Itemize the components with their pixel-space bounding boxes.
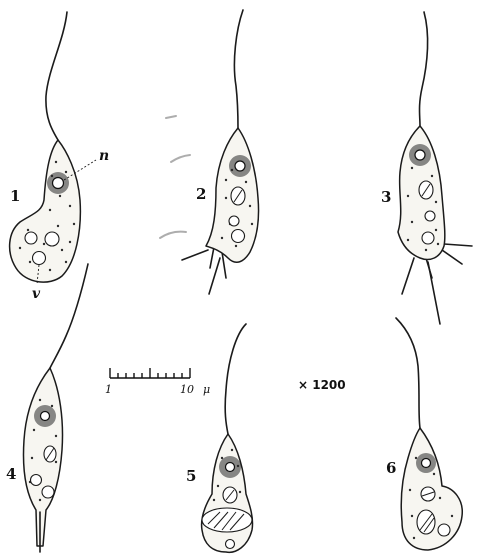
figure-1: n v 1 <box>10 12 110 302</box>
vacuole <box>422 232 434 244</box>
cell-body <box>24 368 63 546</box>
flagellum <box>46 12 67 140</box>
vacuole <box>425 211 435 221</box>
pseudopod <box>210 247 214 268</box>
flagellum <box>225 324 246 434</box>
scale-bar: 1 10 μ <box>105 368 210 396</box>
vacuole <box>229 216 239 226</box>
figure-number: 1 <box>10 187 20 205</box>
figure-number: 2 <box>196 185 206 203</box>
scale-end-label: 10 <box>180 383 194 396</box>
vacuole <box>33 252 46 265</box>
magnification-label: × 1200 <box>298 378 346 392</box>
figure-5: 5 <box>186 324 253 552</box>
large-inclusion <box>202 508 252 532</box>
flagellum <box>420 12 428 126</box>
nucleus <box>235 161 245 171</box>
nucleus <box>226 463 235 472</box>
pseudopod <box>442 250 462 264</box>
figure-6: 6 <box>386 318 462 550</box>
figure-number: 3 <box>381 188 391 206</box>
nucleus <box>415 150 425 160</box>
nucleus <box>41 412 50 421</box>
vacuole <box>25 232 37 244</box>
pseudopod <box>182 250 208 260</box>
vacuole <box>438 524 450 536</box>
figure-number: 5 <box>186 467 196 485</box>
pseudopod <box>444 244 472 246</box>
vacuole <box>31 475 42 486</box>
vacuole <box>45 232 59 246</box>
flagellum <box>396 318 420 428</box>
scale-unit-label: μ <box>203 383 210 396</box>
vacuole <box>42 486 54 498</box>
vacuole <box>226 540 235 549</box>
nucleus-letter-label: n <box>99 148 109 164</box>
figure-2: 2 <box>182 10 259 294</box>
scale-ticks <box>110 368 190 378</box>
figure-number: 6 <box>386 459 396 477</box>
scan-marks <box>160 116 190 238</box>
pseudopod <box>402 258 414 294</box>
figure-number: 4 <box>6 465 16 483</box>
vacuole <box>232 230 245 243</box>
nucleus <box>53 178 64 189</box>
vacuole-letter-label: v <box>32 286 41 302</box>
scale-start-label: 1 <box>105 383 112 396</box>
flagellum <box>234 10 243 128</box>
figure-4: 4 <box>6 264 88 552</box>
figure-3: 3 <box>381 12 472 324</box>
pseudopod <box>428 262 440 324</box>
nucleus <box>422 459 431 468</box>
